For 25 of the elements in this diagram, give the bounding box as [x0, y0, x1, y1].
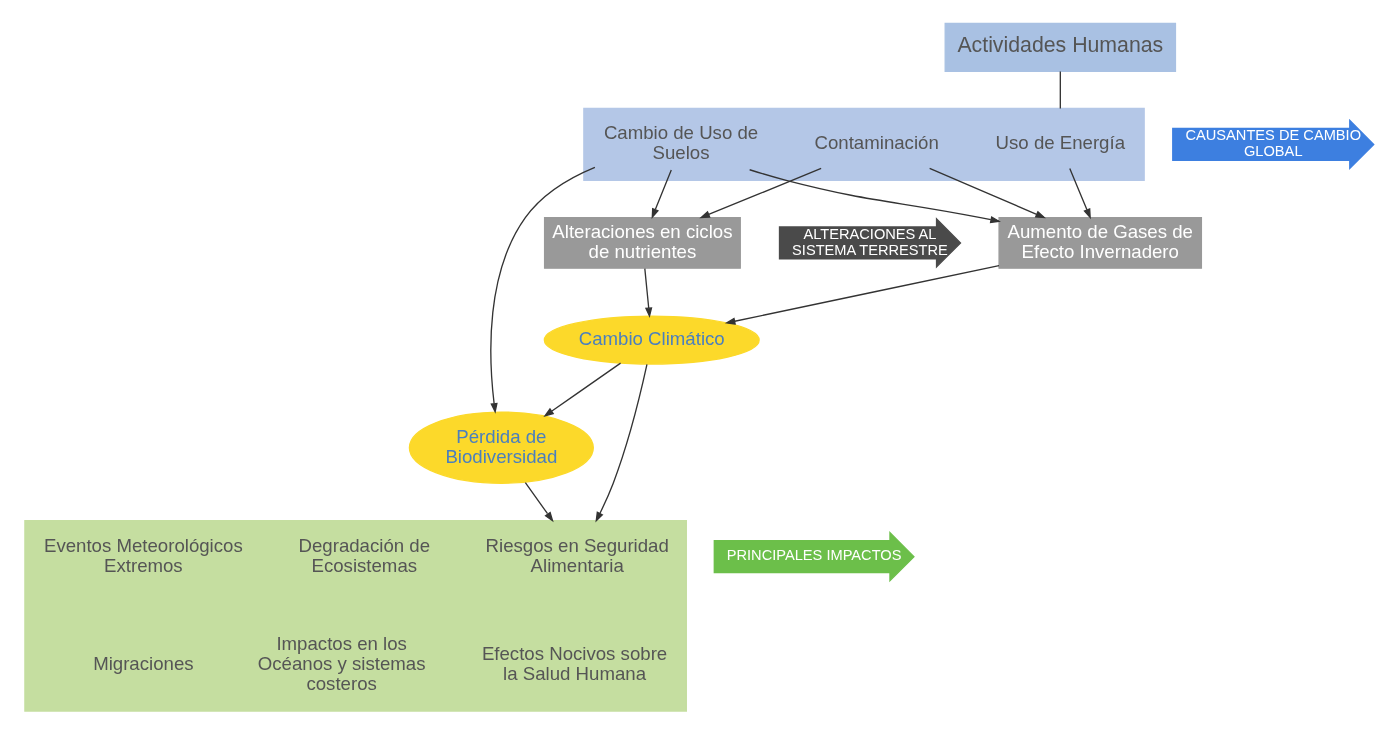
arrow — [595, 363, 648, 523]
node-text: Migraciones — [93, 653, 194, 675]
node-text: Eventos Meteorológicos Extremos — [43, 534, 243, 576]
connector — [1059, 70, 1061, 110]
node-text: Efectos Nocivos sobre la Salud Humana — [481, 643, 668, 685]
node-text: Riesgos en Seguridad Alimentaria — [485, 534, 669, 576]
node-text: Degradación de Ecosistemas — [298, 534, 431, 576]
arrow — [490, 166, 596, 414]
arrow — [724, 264, 1000, 325]
cluster — [583, 107, 1145, 182]
arrow — [644, 267, 653, 319]
arrow — [699, 167, 822, 219]
node-text: Impactos en los Océanos y sistemas costeros — [257, 633, 426, 694]
node-box: Actividades Humanas — [944, 22, 1177, 72]
arrow — [524, 482, 554, 523]
arrow — [928, 167, 1046, 219]
node-text: Uso de Energía — [995, 132, 1126, 154]
arrow — [748, 169, 1001, 224]
arrow — [543, 362, 622, 418]
node-box: Alteraciones en ciclos de nutrientes — [543, 216, 741, 269]
node-box: Aumento de Gases de Efecto Invernadero — [998, 216, 1203, 269]
node-text: Cambio de Uso de Suelos — [603, 122, 759, 164]
cluster — [24, 520, 687, 712]
node-ellipse: Pérdida de Biodiversidad — [408, 411, 594, 484]
node-text: Contaminación — [814, 132, 939, 154]
